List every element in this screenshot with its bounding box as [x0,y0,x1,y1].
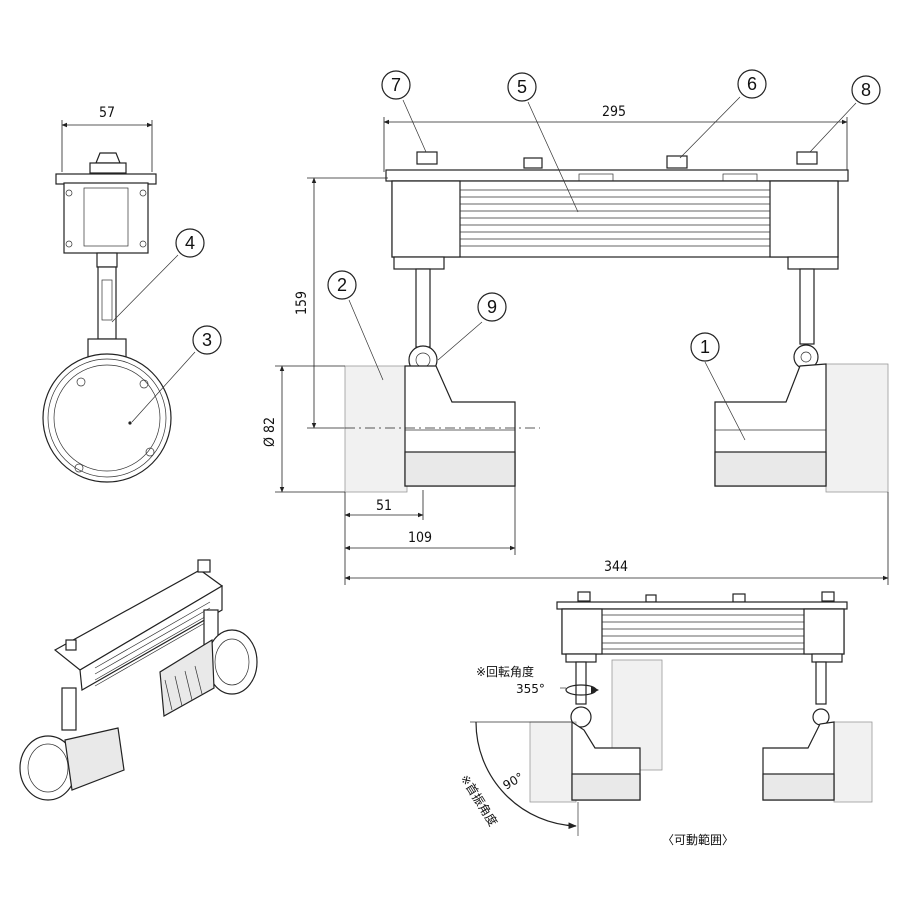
isometric-view [19,559,258,801]
rail-ribs [460,189,770,247]
callout-3: 3 [202,330,212,350]
dimension-51: 51 [376,498,392,514]
tilt-angle-value: 90° [501,770,526,793]
dimension-57: 57 [99,105,115,121]
callout-1: 1 [700,337,710,357]
movement-range-label: 〈可動範囲〉 [662,832,734,847]
callout-5: 5 [517,77,527,97]
dimension-295: 295 [602,104,626,120]
callout-8: 8 [861,80,871,100]
rotation-angle-value: 355° [516,682,545,696]
callout-2: 2 [337,275,347,295]
front-view: 295 159 [262,104,889,585]
callout-4: 4 [185,233,195,253]
range-view: ※回転角度 355° ※首振角度 90° 〈可動範囲〉 [457,591,873,847]
callout-7: 7 [391,75,401,95]
dimension-344: 344 [604,559,628,575]
callouts: 1 2 3 4 5 6 7 8 9 [111,69,881,441]
dimension-109: 109 [408,530,432,546]
side-view: 57 [42,105,172,483]
dimension-159: 159 [294,291,310,315]
callout-9: 9 [487,297,497,317]
rotation-angle-label: ※回転角度 [476,664,534,679]
dimension-diameter-82: Ø 82 [262,417,278,447]
callout-6: 6 [747,74,757,94]
